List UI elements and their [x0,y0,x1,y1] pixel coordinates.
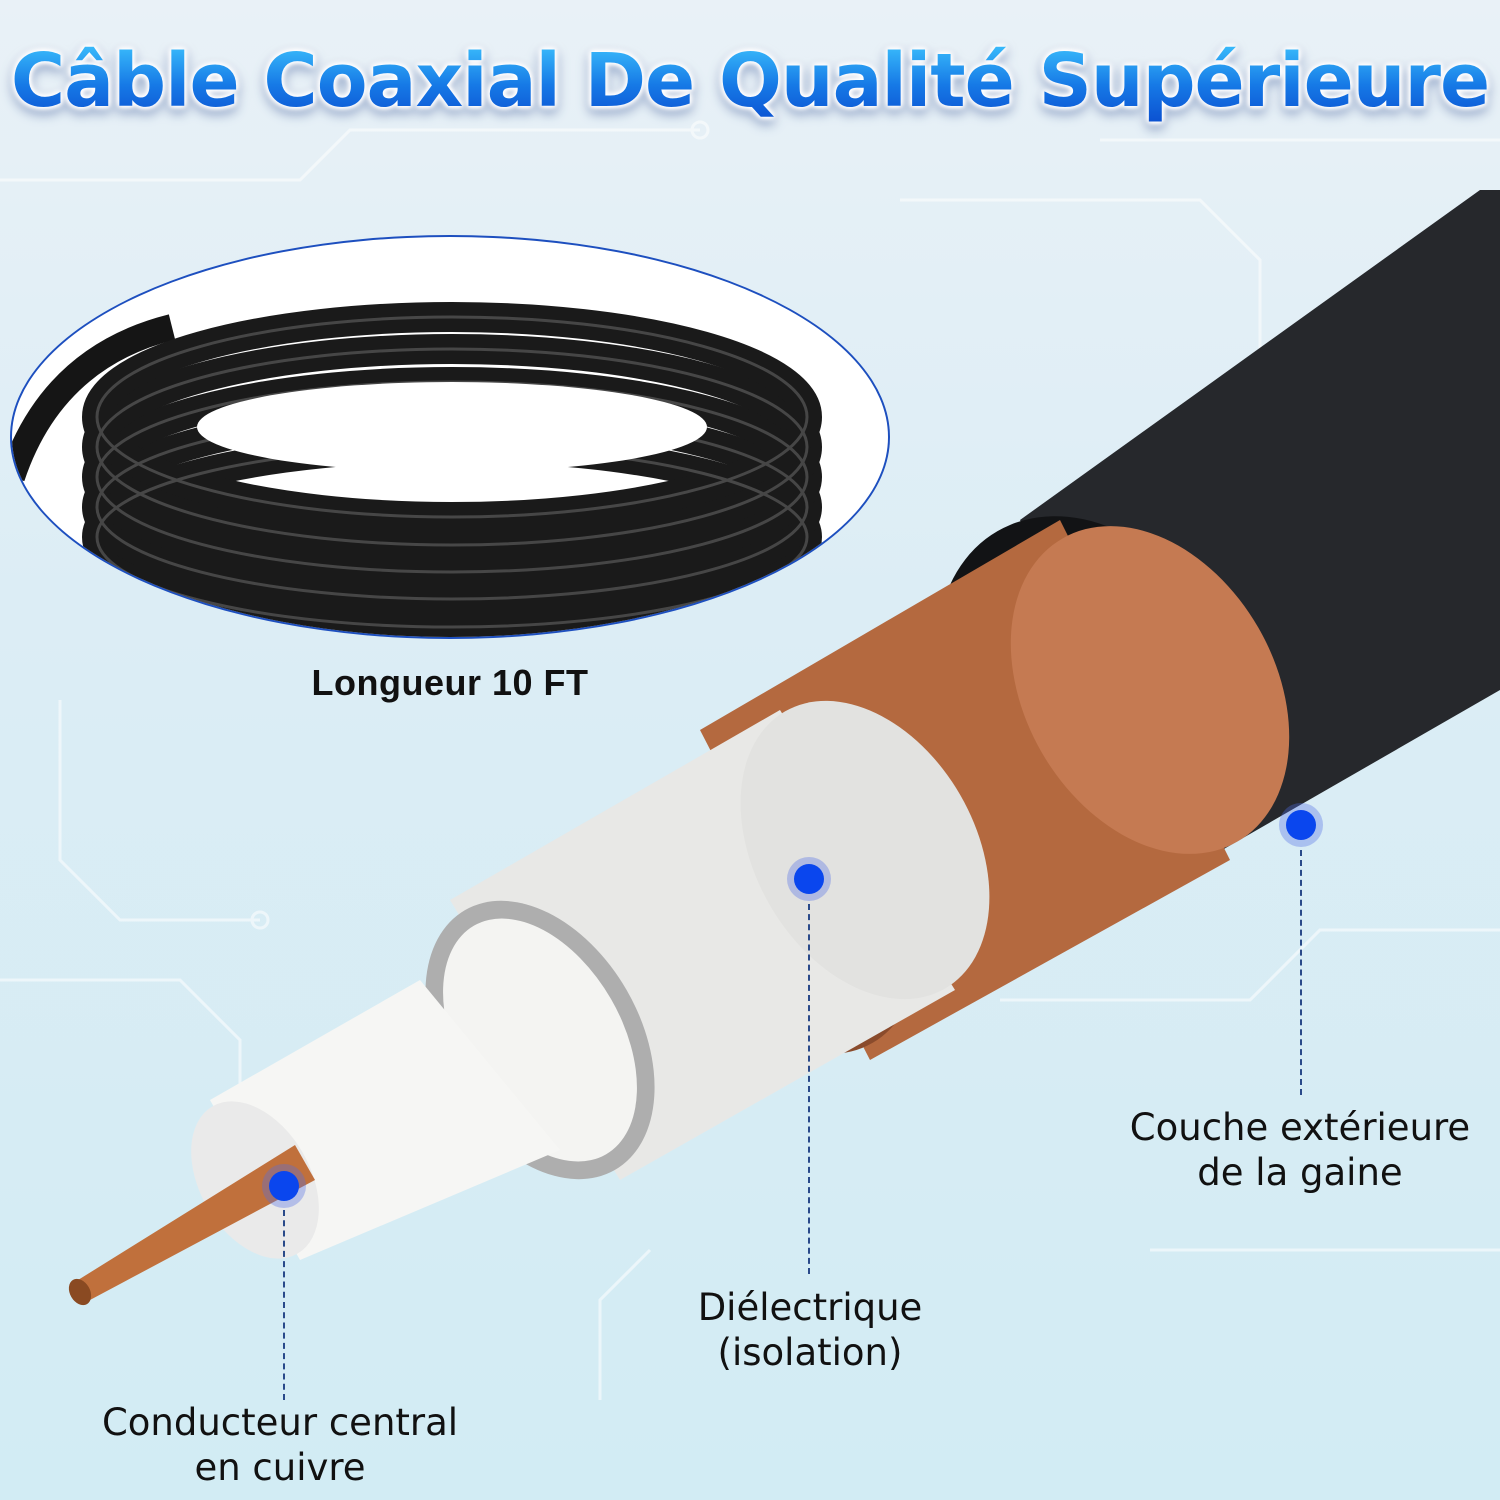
dielectric-marker-dot [787,857,831,901]
jacket-leader-line [1300,850,1302,1095]
page-title: Câble Coaxial De Qualité Supérieure [0,38,1500,124]
conductor-marker-dot [262,1164,306,1208]
dielectric-label-line2: (isolation) [717,1331,903,1374]
dielectric-label: Diélectrique (isolation) [660,1285,960,1375]
conductor-label-line2: en cuivre [194,1446,366,1489]
jacket-label: Couche extérieure de la gaine [1110,1105,1490,1195]
conductor-label-line1: Conducteur central [101,1401,459,1444]
length-caption: Longueur 10 FT [311,662,589,703]
jacket-label-line2: de la gaine [1197,1151,1403,1194]
conductor-label: Conducteur central en cuivre [70,1400,490,1490]
conductor-leader-line [283,1210,285,1400]
dielectric-label-line1: Diélectrique [697,1286,923,1329]
cable-coil-image [12,302,822,637]
cable-coil-inset [10,235,890,639]
jacket-marker-dot [1279,803,1323,847]
dielectric-leader-line [808,904,810,1274]
jacket-label-line1: Couche extérieure [1129,1106,1471,1149]
